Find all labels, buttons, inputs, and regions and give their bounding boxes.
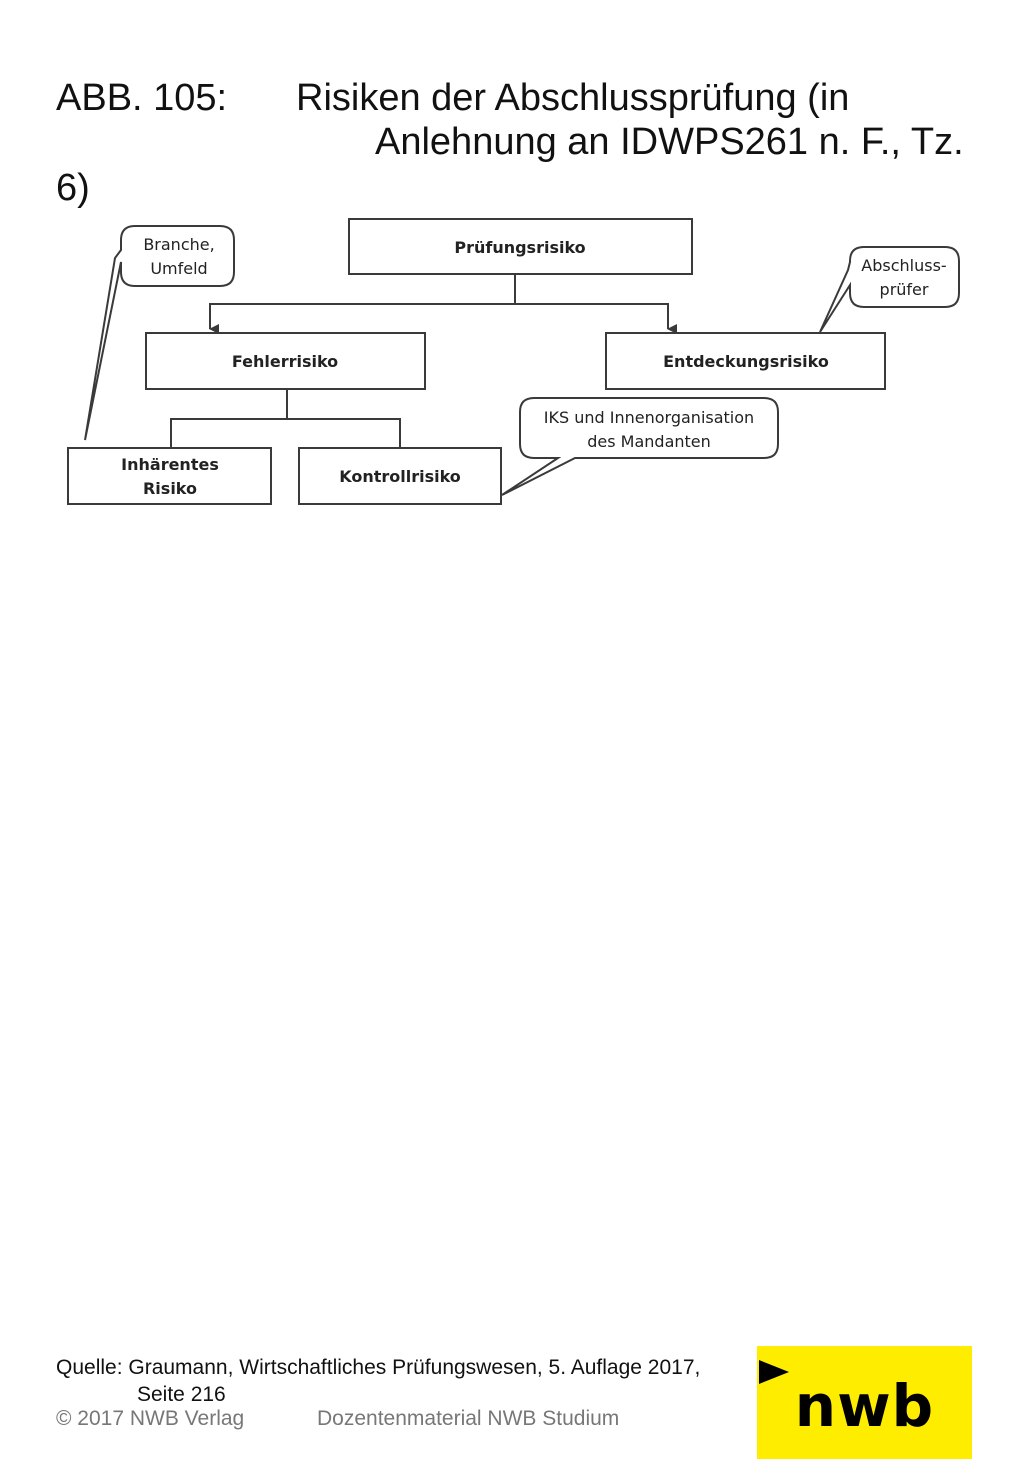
callout-iks-innenorganisation: IKS und Innenorganisation des Mandanten xyxy=(501,397,779,496)
risk-diagram: Prüfungsrisiko Fehlerrisiko Entdeckungsr… xyxy=(67,218,960,505)
nwb-logo-text: nwb xyxy=(794,1372,935,1440)
node-pruefungsrisiko: Prüfungsrisiko xyxy=(348,218,693,275)
play-arrow-icon xyxy=(759,1360,789,1384)
node-fehlerrisiko-label: Fehlerrisiko xyxy=(232,352,338,371)
callout-abschluss-text-2: prüfer xyxy=(880,280,929,299)
source-citation: Quelle: Graumann, Wirtschaftliches Prüfu… xyxy=(56,1356,701,1379)
callout-branche-text-2: Umfeld xyxy=(150,259,207,278)
node-fehlerrisiko: Fehlerrisiko xyxy=(145,332,426,390)
copyright-text: © 2017 NWB Verlag xyxy=(56,1407,245,1430)
connector-fehlerrisiko-children xyxy=(170,390,401,447)
material-label: Dozentenmaterial NWB Studium xyxy=(317,1407,620,1430)
node-inhaerentes-label-1: Inhärentes xyxy=(121,455,219,474)
nwb-logo: nwb xyxy=(757,1346,972,1459)
callout-branche-text-1: Branche, xyxy=(143,235,214,254)
callout-branche-umfeld: Branche, Umfeld xyxy=(84,225,235,441)
node-inhaerentes-label-2: Risiko xyxy=(143,479,197,498)
node-entdeckungsrisiko: Entdeckungsrisiko xyxy=(605,332,886,390)
connectors xyxy=(170,274,677,447)
figure-title: ABB. 105: Risiken der Abschlussprüfung (… xyxy=(0,0,1024,220)
node-pruefungsrisiko-label: Prüfungsrisiko xyxy=(454,238,585,257)
node-kontrollrisiko-label: Kontrollrisiko xyxy=(339,467,461,486)
connector-to-entdeckungsrisiko xyxy=(515,303,677,334)
connector-to-fehlerrisiko xyxy=(209,303,515,334)
title-line-2: Anlehnung an IDWPS261 n. F., Tz. xyxy=(375,121,964,163)
node-inhaerentes-risiko: Inhärentes Risiko xyxy=(67,447,272,505)
figure-number: ABB. 105: xyxy=(56,77,228,119)
callout-iks-text-1: IKS und Innenorganisation xyxy=(544,408,754,427)
source-page: Seite 216 xyxy=(137,1383,226,1406)
callout-iks-text-2: des Mandanten xyxy=(587,432,711,451)
callout-abschlusspruefer: Abschluss- prüfer xyxy=(819,246,960,333)
callout-abschluss-text-1: Abschluss- xyxy=(861,256,946,275)
title-line-3: 6) xyxy=(56,167,90,209)
node-kontrollrisiko: Kontrollrisiko xyxy=(298,447,502,505)
node-entdeckungsrisiko-label: Entdeckungsrisiko xyxy=(663,352,829,371)
title-line-1: Risiken der Abschlussprüfung (in xyxy=(296,77,850,119)
